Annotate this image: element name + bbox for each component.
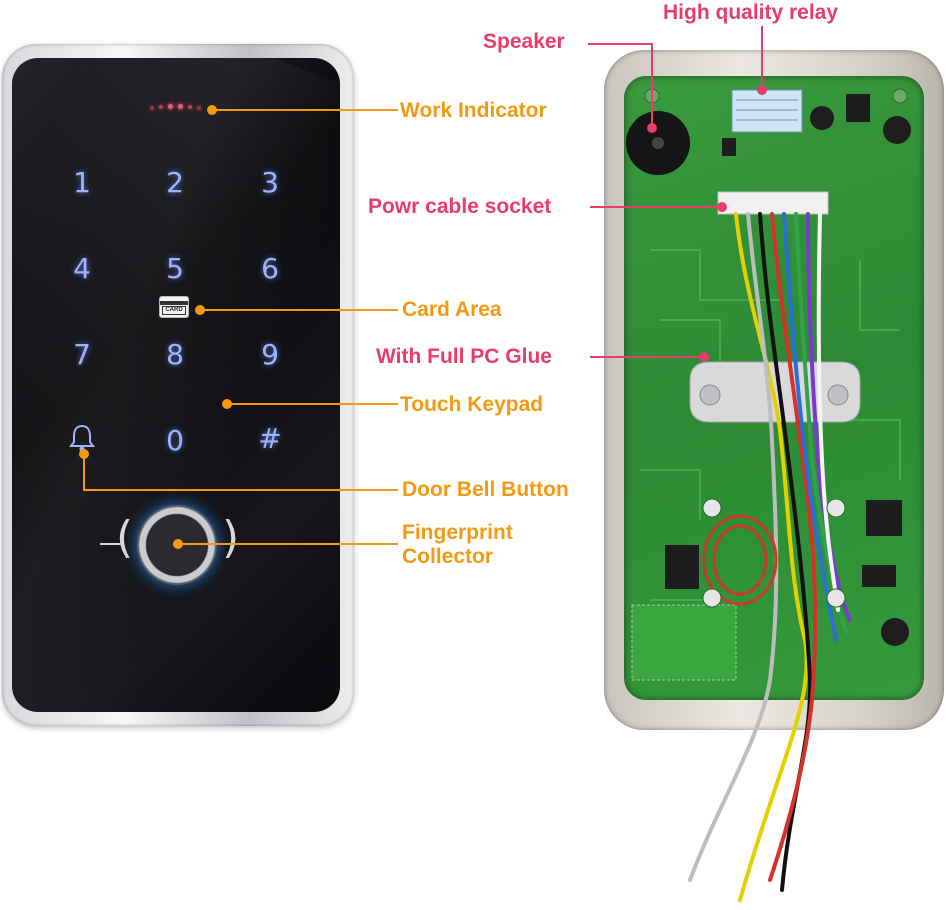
- key-5: 5: [166, 252, 184, 285]
- key-1: 1: [73, 166, 91, 199]
- key-2: 2: [166, 166, 184, 199]
- key-3: 3: [261, 166, 279, 199]
- fingerprint-right-bracket: ): [222, 512, 240, 563]
- callout-touch-keypad: Touch Keypad: [400, 393, 544, 416]
- fingerprint-left-bracket: (: [116, 512, 134, 563]
- glass-reflection: [12, 58, 340, 712]
- callout-door-bell-button: Door Bell Button: [402, 478, 569, 501]
- key-0: 0: [166, 424, 184, 457]
- callout-work-indicator: Work Indicator: [400, 99, 547, 122]
- callout-full-pc-glue: With Full PC Glue: [376, 345, 552, 368]
- key-8: 8: [166, 338, 184, 371]
- callout-speaker: Speaker: [483, 30, 565, 53]
- callout-card-area: Card Area: [402, 298, 502, 321]
- card-icon: CARD: [159, 296, 189, 318]
- callout-high-quality-relay: High quality relay: [663, 1, 839, 24]
- bell-icon: [69, 424, 95, 452]
- callout-power-cable-socket: Powr cable socket: [368, 195, 552, 218]
- key-hash: #: [258, 422, 282, 455]
- card-icon-label: CARD: [162, 306, 186, 315]
- key-6: 6: [261, 252, 279, 285]
- key-9: 9: [261, 338, 279, 371]
- keypad-device-face: [12, 58, 340, 712]
- circuit-board: [624, 76, 924, 700]
- key-7: 7: [73, 338, 91, 371]
- key-4: 4: [73, 252, 91, 285]
- fingerprint-sensor: [137, 505, 217, 585]
- callout-fingerprint-collector: Fingerprint Collector: [402, 521, 513, 568]
